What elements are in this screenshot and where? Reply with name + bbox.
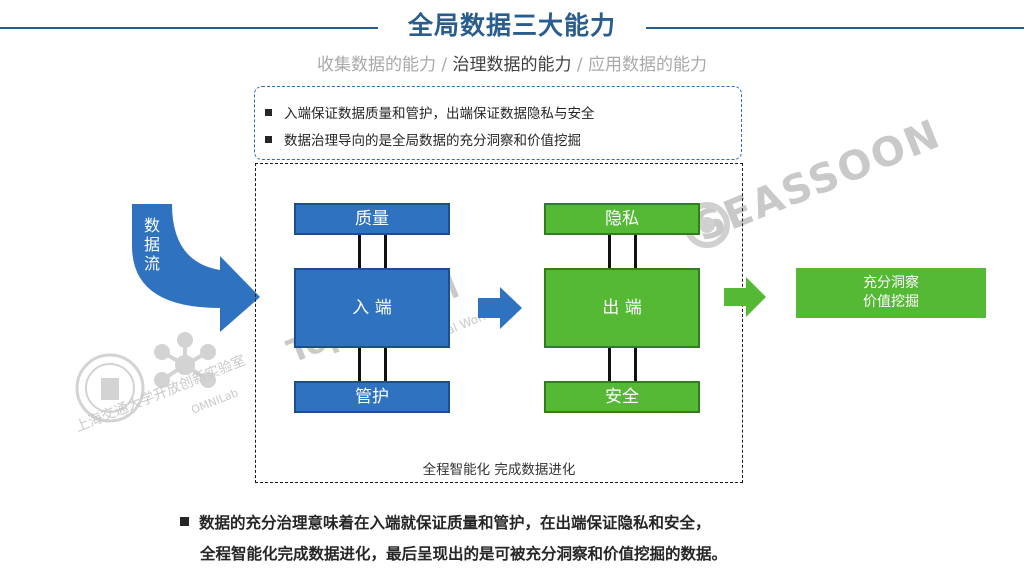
page-subtitle: 收集数据的能力 / 治理数据的能力 / 应用数据的能力 — [0, 50, 1024, 75]
arrow-right-icon — [478, 287, 522, 329]
bullet-square-icon — [180, 517, 189, 526]
omnilab-molecule-icon — [154, 332, 216, 388]
bullet-square-icon — [265, 108, 272, 116]
connector-line — [634, 231, 637, 271]
summary-bullet: 入端保证数据质量和管护，出端保证数据隐私与安全 — [265, 102, 595, 122]
page-title: 全局数据三大能力 — [407, 11, 616, 40]
subtitle-collect: 收集数据的能力 / — [316, 55, 453, 75]
subtitle-govern: 治理数据的能力 — [452, 55, 572, 75]
summary-box: 入端保证数据质量和管护，出端保证数据隐私与安全 数据治理导向的是全局数据的充分洞… — [254, 86, 742, 160]
connector-line — [608, 231, 611, 271]
privacy-block: 隐私 — [544, 203, 700, 235]
connector-line — [358, 231, 361, 271]
quality-block: 质量 — [294, 203, 450, 235]
summary-bullet-text: 入端保证数据质量和管护，出端保证数据隐私与安全 — [284, 106, 595, 122]
input-end-block: 入 端 — [294, 268, 450, 348]
result-line: 价值挖掘 — [863, 294, 919, 310]
university-seal-icon — [75, 353, 145, 423]
output-end-block: 出 端 — [544, 268, 700, 348]
result-line: 充分洞察 — [863, 275, 919, 291]
summary-bullet-text: 数据治理导向的是全局数据的充分洞察和价值挖掘 — [284, 133, 581, 149]
conclusion-line: 全程智能化完成数据进化，最后呈现出的是可被充分洞察和价值挖掘的数据。 — [200, 542, 727, 564]
conclusion-text: 全程智能化完成数据进化，最后呈现出的是可被充分洞察和价值挖掘的数据。 — [200, 545, 728, 563]
evolution-caption: 全程智能化 完成数据进化 — [422, 462, 576, 478]
conclusion-line: 数据的充分治理意味着在入端就保证质量和管护，在出端保证隐私和安全， — [180, 511, 711, 533]
governance-box — [255, 163, 743, 483]
result-block: 充分洞察 价值挖掘 — [796, 268, 986, 318]
arrow-right-icon — [724, 277, 766, 317]
connector-line — [608, 344, 611, 384]
connector-line — [384, 344, 387, 384]
subtitle-apply: / 应用数据的能力 — [571, 55, 708, 75]
connector-line — [634, 344, 637, 384]
connector-line — [358, 344, 361, 384]
stewardship-block: 管护 — [294, 381, 450, 413]
conclusion-text: 数据的充分治理意味着在入端就保证质量和管护，在出端保证隐私和安全， — [199, 514, 711, 532]
title-rule-right — [646, 27, 1024, 29]
connector-line — [384, 231, 387, 271]
bullet-square-icon — [265, 135, 272, 143]
security-block: 安全 — [544, 381, 700, 413]
data-flow-arrow-icon — [132, 204, 260, 332]
summary-bullet: 数据治理导向的是全局数据的充分洞察和价值挖掘 — [265, 129, 581, 149]
data-flow-label: 数 据 流 — [143, 216, 160, 273]
title-rule-left — [0, 27, 378, 29]
